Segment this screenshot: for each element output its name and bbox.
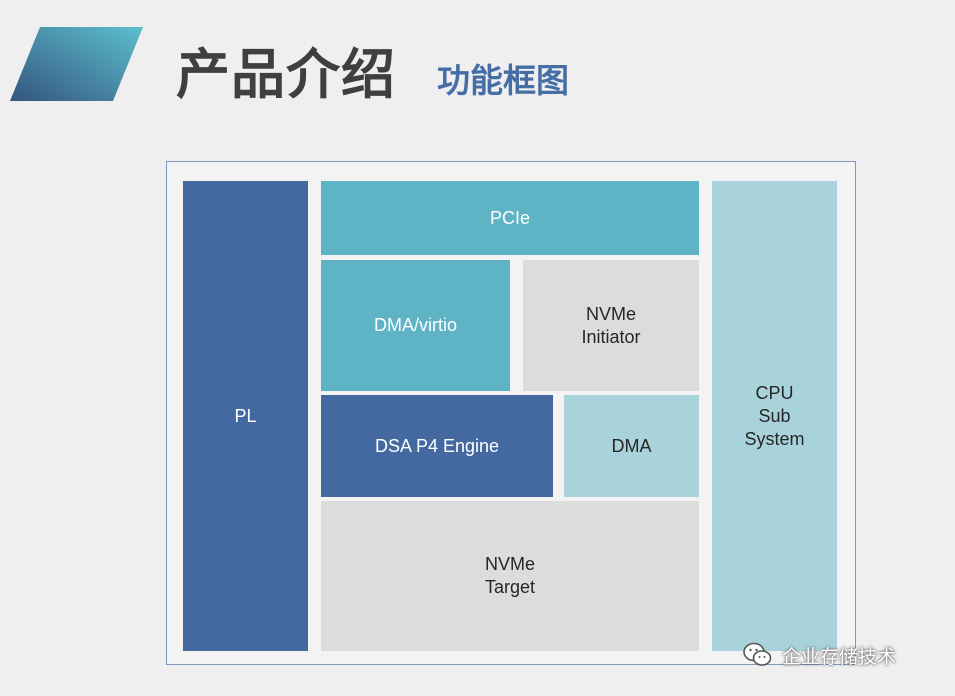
pl-block: PL bbox=[183, 181, 308, 651]
nvme-target-block: NVMe Target bbox=[321, 501, 699, 651]
pcie-block: PCIe bbox=[321, 181, 699, 255]
cpu-sub-system-block: CPU Sub System bbox=[712, 181, 837, 651]
wechat-icon bbox=[743, 642, 772, 666]
page-title: 产品介绍 bbox=[176, 43, 396, 106]
page-subtitle: 功能框图 bbox=[437, 61, 569, 100]
nvme-initiator-block: NVMe Initiator bbox=[523, 260, 699, 391]
watermark-text: 企业存储技术 bbox=[782, 645, 897, 668]
watermark: 企业存储技术 bbox=[742, 640, 896, 670]
dma-virtio-block: DMA/virtio bbox=[321, 260, 510, 391]
accent-parallelogram bbox=[10, 27, 143, 101]
diagram-frame: PL PCIe DMA/virtio NVMe Initiator DSA P4… bbox=[166, 161, 856, 665]
dma-block: DMA bbox=[564, 395, 699, 497]
dsa-p4-engine-block: DSA P4 Engine bbox=[321, 395, 553, 497]
